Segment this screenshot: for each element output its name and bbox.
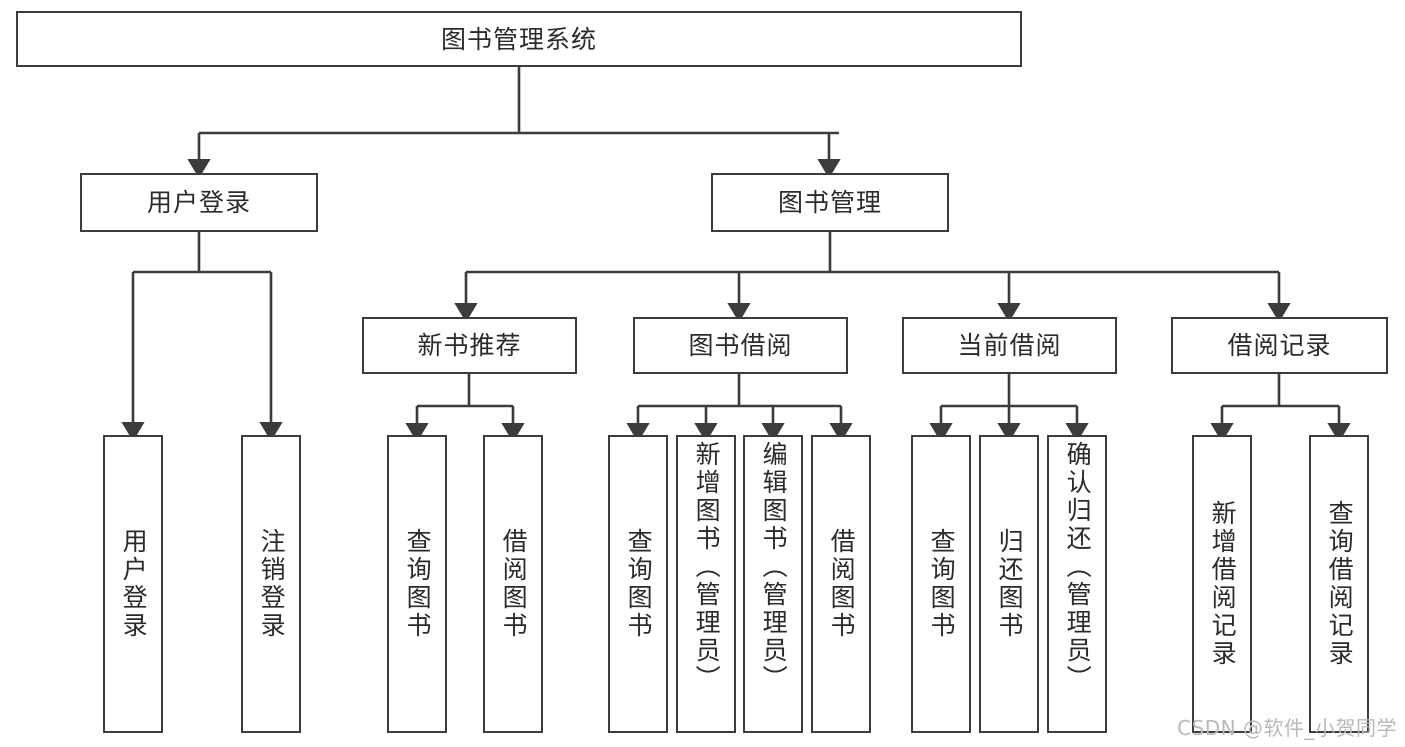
node-book-borrow[interactable]: 图书借阅 — [633, 317, 848, 374]
leaf-query-record[interactable]: 查询借阅记录 — [1309, 435, 1369, 733]
leaf-return-book-label: 归还图书 — [995, 528, 1025, 640]
leaf-query-book-3-label: 查询图书 — [927, 528, 957, 640]
node-book-manage[interactable]: 图书管理 — [711, 173, 949, 232]
leaf-confirm-return[interactable]: 确认归还（管理员） — [1047, 435, 1107, 733]
leaf-query-book-1[interactable]: 查询图书 — [387, 435, 447, 733]
node-user-login-label: 用户登录 — [146, 188, 251, 217]
leaf-edit-book-label: 编辑图书（管理员） — [759, 441, 789, 693]
leaf-query-record-label: 查询借阅记录 — [1325, 500, 1355, 668]
node-root-label: 图书管理系统 — [440, 24, 597, 54]
leaf-borrow-book-1-label: 借阅图书 — [499, 528, 529, 640]
node-user-login[interactable]: 用户登录 — [80, 173, 318, 232]
leaf-return-book[interactable]: 归还图书 — [979, 435, 1039, 733]
leaf-add-book[interactable]: 新增图书（管理员） — [676, 435, 736, 733]
leaf-user-login[interactable]: 用户登录 — [103, 435, 163, 733]
leaf-confirm-return-label: 确认归还（管理员） — [1063, 441, 1093, 693]
node-current-borrow-label: 当前借阅 — [957, 331, 1062, 360]
leaf-add-record-label: 新增借阅记录 — [1208, 500, 1238, 668]
leaf-user-login-label: 用户登录 — [119, 528, 149, 640]
leaf-logout-label: 注销登录 — [257, 528, 287, 640]
node-new-book-recommend[interactable]: 新书推荐 — [362, 317, 577, 374]
leaf-logout[interactable]: 注销登录 — [241, 435, 301, 733]
node-borrow-record[interactable]: 借阅记录 — [1171, 317, 1388, 374]
watermark: CSDN @软件_小贺同学 — [1177, 716, 1397, 740]
node-book-manage-label: 图书管理 — [777, 188, 882, 217]
leaf-query-book-1-label: 查询图书 — [403, 528, 433, 640]
leaf-add-record[interactable]: 新增借阅记录 — [1192, 435, 1252, 733]
node-new-book-recommend-label: 新书推荐 — [417, 331, 522, 360]
node-current-borrow[interactable]: 当前借阅 — [902, 317, 1117, 374]
leaf-borrow-book-2[interactable]: 借阅图书 — [811, 435, 871, 733]
leaf-query-book-2[interactable]: 查询图书 — [608, 435, 668, 733]
leaf-borrow-book-1[interactable]: 借阅图书 — [483, 435, 543, 733]
node-root[interactable]: 图书管理系统 — [16, 11, 1022, 67]
leaf-edit-book[interactable]: 编辑图书（管理员） — [743, 435, 803, 733]
leaf-borrow-book-2-label: 借阅图书 — [827, 528, 857, 640]
leaf-add-book-label: 新增图书（管理员） — [692, 441, 722, 693]
node-borrow-record-label: 借阅记录 — [1227, 331, 1332, 360]
leaf-query-book-2-label: 查询图书 — [624, 528, 654, 640]
leaf-query-book-3[interactable]: 查询图书 — [911, 435, 971, 733]
node-book-borrow-label: 图书借阅 — [688, 331, 793, 360]
